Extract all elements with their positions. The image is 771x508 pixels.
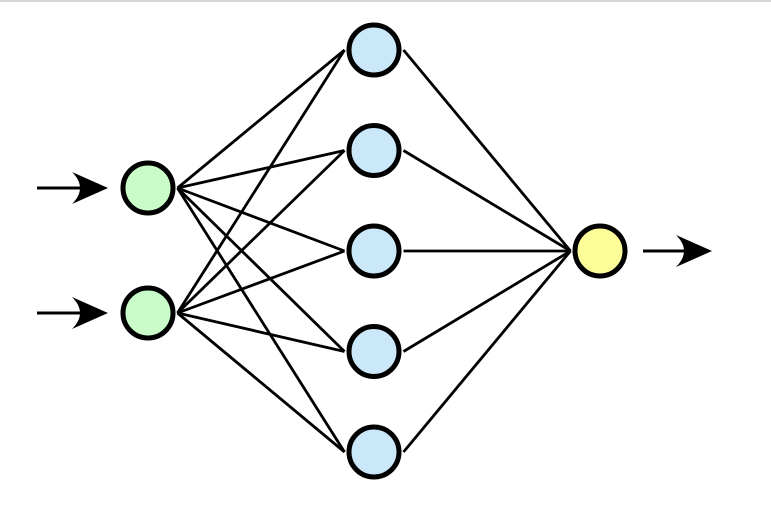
input-node bbox=[120, 285, 176, 341]
hidden-node bbox=[346, 123, 402, 178]
edge-hidden-layer-to-output-layer bbox=[402, 49, 572, 252]
edge-input-layer-to-hidden-layer bbox=[176, 311, 346, 454]
input-arrow-icon bbox=[37, 297, 108, 329]
input-node bbox=[120, 160, 176, 216]
hidden-layer bbox=[346, 22, 402, 480]
edge-hidden-layer-to-output-layer bbox=[402, 250, 572, 453]
output-arrow-icon-head bbox=[676, 235, 712, 267]
output-node bbox=[572, 223, 628, 279]
edge-input-layer-to-hidden-layer bbox=[176, 186, 346, 353]
input-layer bbox=[120, 160, 176, 341]
output-layer bbox=[572, 223, 628, 279]
top-border-line bbox=[0, 0, 771, 2]
hidden-node bbox=[346, 22, 402, 78]
edge-input-layer-to-hidden-layer bbox=[177, 149, 345, 190]
hidden-node bbox=[346, 424, 402, 480]
edge-input-layer-to-hidden-layer bbox=[177, 186, 345, 253]
edge-input-layer-to-hidden-layer bbox=[176, 48, 346, 190]
edge-hidden-layer-to-output-layer bbox=[402, 149, 572, 253]
edge-input-layer-to-hidden-layer bbox=[177, 249, 345, 315]
edge-input-layer-to-hidden-layer bbox=[176, 49, 346, 314]
hidden-node bbox=[346, 324, 402, 379]
edge-input-layer-to-hidden-layer bbox=[176, 149, 346, 315]
output-arrow-icon bbox=[643, 235, 712, 267]
edge-hidden-layer-to-output-layer bbox=[402, 249, 572, 353]
input-arrow-icon-head bbox=[72, 297, 108, 329]
hidden-node bbox=[346, 223, 402, 279]
edge-input-layer-to-hidden-layer bbox=[177, 311, 345, 353]
input-arrow-icon bbox=[37, 172, 108, 204]
input-arrow-icon-head bbox=[72, 172, 108, 204]
edge-input-layer-to-hidden-layer bbox=[176, 187, 346, 453]
